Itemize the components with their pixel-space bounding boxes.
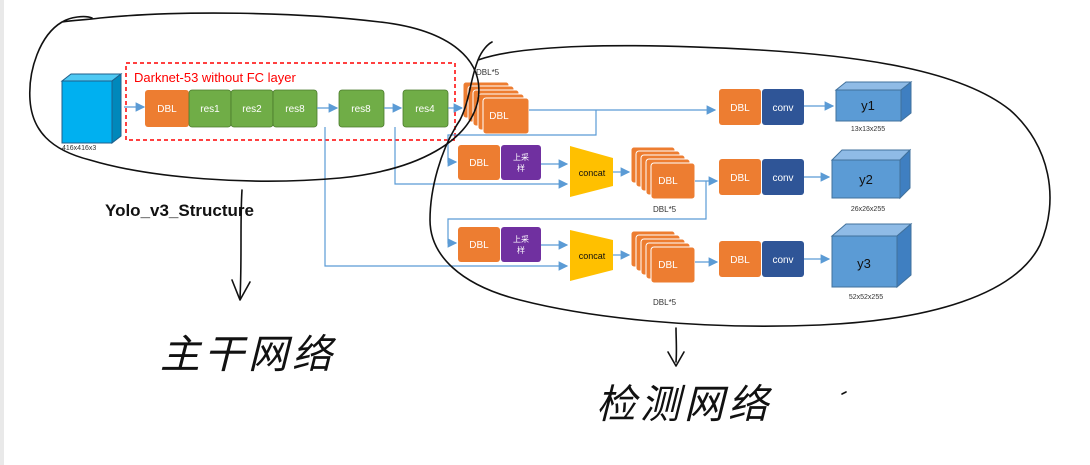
handwritten-detection-label: 检测网络 <box>596 382 773 428</box>
backbone-label: Darknet-53 without FC layer <box>134 70 297 85</box>
y2-conv-block <box>762 159 804 195</box>
backbone-block-label: res8 <box>351 104 371 115</box>
input-size-label: 416x416x3 <box>62 145 96 152</box>
detection-loop <box>429 41 1051 327</box>
dbl5-mid-label: DBL*5 <box>653 205 677 214</box>
y1-size-label: 13x13x255 <box>851 126 885 133</box>
backbone-block-label: res4 <box>415 104 435 115</box>
dbl-label: DBL <box>730 255 750 266</box>
stray-mark <box>841 391 847 395</box>
conv-label: conv <box>772 103 793 114</box>
y2-dbl-block <box>719 159 761 195</box>
diagram-title: Yolo_v3_Structure <box>105 201 254 220</box>
backbone-blocks: DBL res1 res2 res8 res8 res4 <box>145 89 449 128</box>
dbl5-stack-bottom <box>630 230 696 284</box>
upsample-label: 上采样 <box>513 152 529 173</box>
backbone-dbl-block <box>145 90 189 127</box>
backbone-block-label: res1 <box>200 104 220 115</box>
y1-label: y1 <box>861 98 875 113</box>
dbl-label: DBL <box>469 158 489 169</box>
arrow-head-right <box>667 351 685 367</box>
y2-size-label: 26x26x255 <box>851 206 885 213</box>
dbl-label: DBL <box>489 111 509 122</box>
dbl-label: DBL <box>730 103 750 114</box>
y1-output-cube <box>834 80 913 123</box>
y1-dbl-block <box>719 89 761 125</box>
backbone-block-label: res8 <box>285 104 305 115</box>
y3-size-label: 52x52x255 <box>849 294 883 301</box>
concat-1-shape <box>570 146 613 197</box>
y3-conv-block <box>762 241 804 277</box>
concat-label: concat <box>579 251 606 261</box>
concat-2-shape <box>570 230 613 281</box>
arrow-down-left <box>239 189 243 299</box>
backbone-block-label: res2 <box>242 104 262 115</box>
input-cube <box>60 72 123 145</box>
y1-conv-block <box>762 89 804 125</box>
dbl5-bottom-label: DBL*5 <box>653 298 677 307</box>
dbl-label: DBL <box>730 173 750 184</box>
backbone-box <box>125 62 456 141</box>
dbl5-top-label: DBL*5 <box>476 68 500 77</box>
row2-upsample-block <box>501 145 541 180</box>
handwritten-annotations <box>29 12 1051 395</box>
y2-label: y2 <box>859 172 873 187</box>
arrow <box>324 127 569 271</box>
arrow-head-left <box>231 279 251 301</box>
dbl5-stack-top <box>462 81 530 135</box>
backbone-block-label: DBL <box>157 104 177 115</box>
dbl-label: DBL <box>658 260 678 271</box>
dbl5-stack-mid <box>630 146 696 200</box>
window-edge <box>0 0 4 465</box>
arrow <box>394 127 569 189</box>
conv-label: conv <box>772 255 793 266</box>
y3-output-cube <box>830 222 913 289</box>
handwritten-backbone-label: 主干网络 <box>160 332 337 378</box>
upsample-label: 上采样 <box>513 234 529 255</box>
row3-upsample-block <box>501 227 541 262</box>
concat-label: concat <box>579 168 606 178</box>
row3-dbl-block <box>458 227 500 262</box>
y2-output-cube <box>830 148 912 200</box>
conv-label: conv <box>772 173 793 184</box>
arrow <box>447 181 707 248</box>
backbone-loop <box>29 12 480 182</box>
y3-dbl-block <box>719 241 761 277</box>
dbl-label: DBL <box>658 176 678 187</box>
row2-dbl-block <box>458 145 500 180</box>
arrow <box>447 110 597 167</box>
y3-label: y3 <box>857 256 871 271</box>
dbl-label: DBL <box>469 240 489 251</box>
